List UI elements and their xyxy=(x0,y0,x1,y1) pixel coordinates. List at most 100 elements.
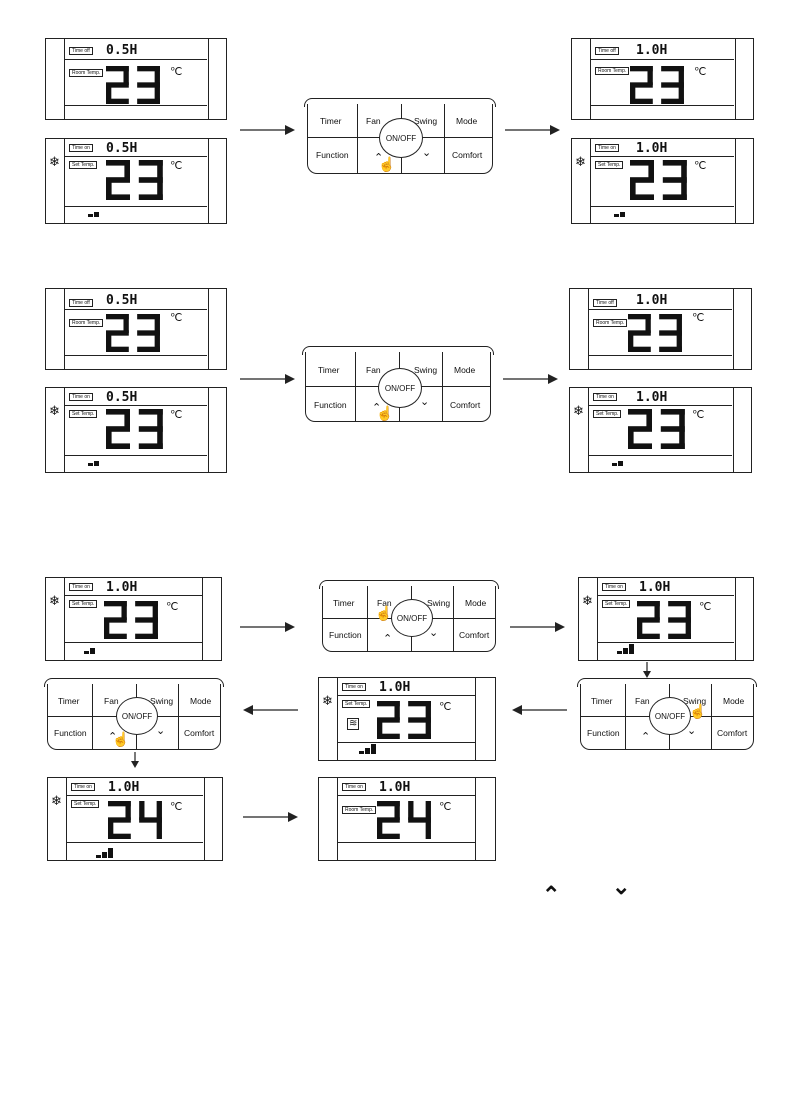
temperature-value xyxy=(108,801,162,839)
digit-segment xyxy=(135,633,158,639)
up-button[interactable]: ⌃ xyxy=(641,731,651,743)
digit-segment xyxy=(647,66,653,85)
digit-segment xyxy=(157,160,163,180)
digit-segment xyxy=(668,617,691,623)
temperature-value xyxy=(628,409,685,449)
digit-segment xyxy=(646,409,652,429)
down-button[interactable]: ⌄ xyxy=(156,725,166,737)
onoff-button[interactable]: ON/OFF xyxy=(116,697,158,735)
up-button[interactable]: ⌃ xyxy=(108,731,118,743)
comfort-button[interactable]: Comfort xyxy=(450,400,481,410)
temperature-value xyxy=(637,601,691,639)
celsius-unit: ℃ xyxy=(694,66,707,78)
mode-button[interactable]: Mode xyxy=(454,365,476,375)
timer-value: 1.0H xyxy=(108,780,140,795)
timer-value: 1.0H xyxy=(636,43,668,58)
down-button[interactable]: ⌄ xyxy=(429,627,439,639)
timer-value: 0.5H xyxy=(106,43,138,58)
timer-button[interactable]: Timer xyxy=(333,598,355,608)
digit-segment xyxy=(678,66,684,85)
fan-button[interactable]: Fan xyxy=(104,696,119,706)
fan-button[interactable]: Fan xyxy=(366,116,381,126)
mode-button[interactable]: Mode xyxy=(456,116,478,126)
up-button[interactable]: ⌃ xyxy=(383,633,393,645)
remote-r3-fan: Timer Fan Swing Mode Function Comfort ⌃ … xyxy=(319,580,499,652)
down-button[interactable]: ⌄ xyxy=(420,396,430,408)
comfort-button[interactable]: Comfort xyxy=(717,728,748,738)
digit-segment xyxy=(108,817,131,823)
arrow-right xyxy=(240,124,295,136)
function-button[interactable]: Function xyxy=(314,400,347,410)
timer-value: 1.0H xyxy=(636,293,668,308)
timer-on-tag: Time on xyxy=(69,583,93,591)
comfort-button[interactable]: Comfort xyxy=(459,630,490,640)
digit-segment xyxy=(648,160,654,180)
up-button[interactable]: ⌃ xyxy=(374,152,384,164)
comfort-button[interactable]: Comfort xyxy=(452,150,483,160)
function-button[interactable]: Function xyxy=(587,728,620,738)
mode-button[interactable]: Mode xyxy=(190,696,212,706)
remote-r2: Timer Fan Swing Mode Function Comfort ⌃ … xyxy=(302,346,494,422)
swing-button[interactable]: Swing xyxy=(683,696,707,706)
digit-segment xyxy=(138,443,163,449)
temperature-value xyxy=(630,160,687,200)
timer-button[interactable]: Timer xyxy=(58,696,80,706)
timer-button[interactable]: Timer xyxy=(320,116,342,126)
digit-segment xyxy=(425,820,431,839)
function-button[interactable]: Function xyxy=(329,630,362,640)
swing-button[interactable]: Swing xyxy=(150,696,174,706)
mode-button[interactable]: Mode xyxy=(723,696,745,706)
swing-button[interactable]: Swing xyxy=(414,116,438,126)
fan-button[interactable]: Fan xyxy=(366,365,381,375)
digit-segment xyxy=(628,443,652,449)
onoff-button[interactable]: ON/OFF xyxy=(378,368,422,408)
up-button[interactable]: ⌃ xyxy=(372,402,382,414)
celsius-unit: ℃ xyxy=(694,160,707,172)
digit-segment xyxy=(157,409,163,429)
down-button[interactable]: ⌄ xyxy=(687,725,697,737)
digit-segment xyxy=(139,817,162,823)
function-button[interactable]: Function xyxy=(316,150,349,160)
digit-segment xyxy=(660,443,685,449)
timer-on-tag: Time on xyxy=(342,783,366,791)
digit-segment xyxy=(137,330,160,336)
digit-segment xyxy=(679,429,685,449)
set-temp-tag: Set Temp. xyxy=(602,600,631,608)
digit-segment xyxy=(377,733,400,739)
fan-speed-bars-icon xyxy=(359,744,376,754)
swing-button[interactable]: Swing xyxy=(427,598,451,608)
onoff-button[interactable]: ON/OFF xyxy=(391,599,433,637)
set-temp-tag: Set Temp. xyxy=(71,800,100,808)
timer-button[interactable]: Timer xyxy=(591,696,613,706)
digit-segment xyxy=(377,701,400,707)
room-temp-tag: Room Temp. xyxy=(69,69,104,77)
up-chevron-icon: ⌃ xyxy=(542,882,561,907)
mode-button[interactable]: Mode xyxy=(465,598,487,608)
swing-button[interactable]: Swing xyxy=(414,365,438,375)
celsius-unit: ℃ xyxy=(170,409,183,421)
comfort-button[interactable]: Comfort xyxy=(184,728,215,738)
lcd-r5-set: ❄ Time on 1.0H Set Temp. ℃ xyxy=(47,777,223,861)
pointing-hand-icon: ☝ xyxy=(376,405,394,421)
digit-segment xyxy=(104,620,110,639)
timer-button[interactable]: Timer xyxy=(318,365,340,375)
lcd-r3-2: ❄ Time on 1.0H Set Temp. ℃ xyxy=(578,577,754,661)
digit-segment xyxy=(106,429,112,449)
digit-segment xyxy=(106,443,130,449)
digit-segment xyxy=(637,633,660,639)
lcd-r2-before-top: Time off 0.5H Room Temp. ℃ xyxy=(45,288,227,370)
digit-segment xyxy=(104,617,127,623)
down-button[interactable]: ⌄ xyxy=(422,147,432,159)
digit-segment xyxy=(679,409,685,429)
digit-segment xyxy=(630,180,636,200)
digit-segment xyxy=(377,820,383,839)
digit-segment xyxy=(681,160,687,180)
onoff-button[interactable]: ON/OFF xyxy=(379,118,423,158)
fan-button[interactable]: Fan xyxy=(635,696,650,706)
timer-value: 0.5H xyxy=(106,293,138,308)
fan-button[interactable]: Fan xyxy=(377,598,392,608)
set-temp-tag: Set Temp. xyxy=(69,600,98,608)
digit-segment xyxy=(106,426,130,432)
onoff-button[interactable]: ON/OFF xyxy=(649,697,691,735)
function-button[interactable]: Function xyxy=(54,728,87,738)
